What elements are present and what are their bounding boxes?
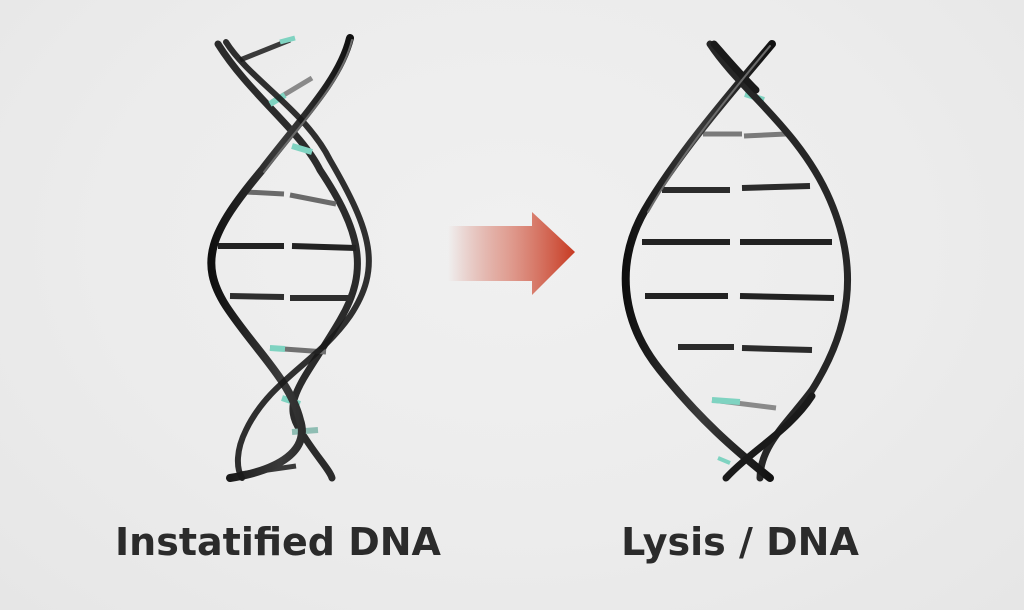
left-rung-4a <box>245 189 285 197</box>
right-helix-strand-cross-2 <box>722 392 816 482</box>
right-rung-2b <box>743 131 787 139</box>
right-helix-strand-cross <box>710 40 760 94</box>
right-rung-3b <box>741 183 811 191</box>
left-rung-7-accent <box>269 345 286 352</box>
left-rung-4b <box>289 192 337 207</box>
left-rung-6a <box>229 293 285 300</box>
left-helix-highlight <box>263 39 353 173</box>
arrow-shape <box>448 212 575 295</box>
right-helix-highlight <box>647 45 771 213</box>
right-rung-6b <box>741 345 813 353</box>
transition-arrow <box>448 212 575 295</box>
left-dna-helix <box>207 34 372 482</box>
left-panel-label: Instatified DNA <box>115 520 441 564</box>
left-helix-front-strand <box>207 34 354 482</box>
right-helix-rungs <box>642 91 835 465</box>
left-rung-5b <box>291 243 357 251</box>
right-dna-helix <box>621 40 852 482</box>
left-rung-3 <box>291 143 313 155</box>
right-panel-label: Lysis / DNA <box>621 520 859 564</box>
right-rung-7-accent <box>711 397 741 405</box>
right-helix-strand-back <box>706 40 852 482</box>
right-rung-5b <box>739 293 835 301</box>
right-rung-8-accent <box>717 456 731 465</box>
left-rung-1-accent <box>279 35 296 45</box>
right-helix-strand-front <box>621 40 776 482</box>
left-helix-front-strand-2 <box>223 39 372 481</box>
